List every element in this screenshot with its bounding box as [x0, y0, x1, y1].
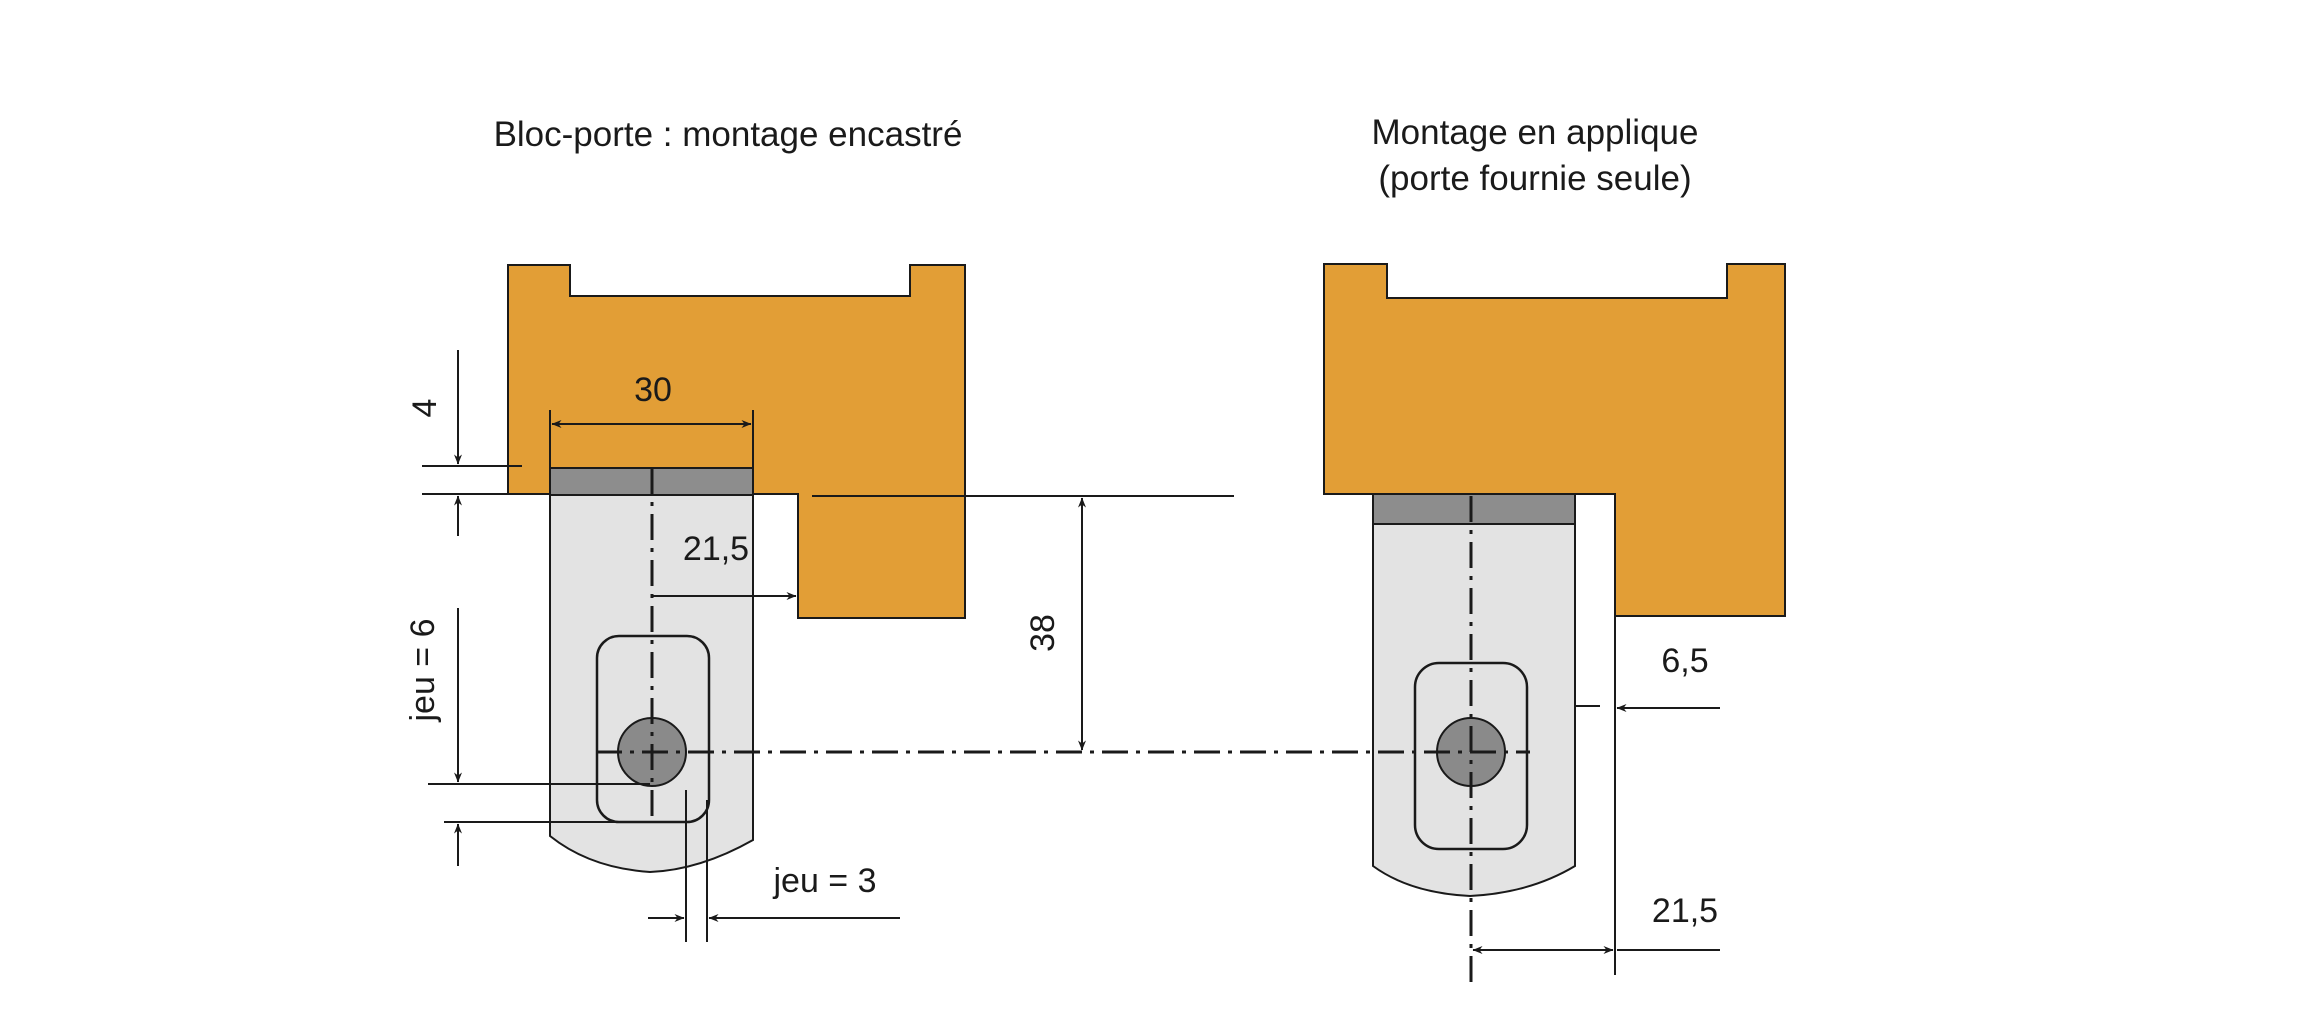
right-view [1323, 263, 1786, 982]
dim-38-label: 38 [1024, 614, 1062, 652]
right-view-title-line1: Montage en applique [1372, 113, 1699, 152]
dim-30-label: 30 [634, 371, 672, 409]
right-hinge-plate [1372, 493, 1576, 525]
right-view-title-line2: (porte fournie seule) [1378, 159, 1691, 198]
dim-jeu6-label: jeu = 6 [404, 618, 442, 722]
dim-4-label: 4 [406, 399, 444, 418]
dim-21-5-right-label: 21,5 [1652, 892, 1718, 930]
left-view [507, 264, 966, 874]
dimension-lines [422, 350, 1720, 975]
dim-6-5-label: 6,5 [1661, 642, 1708, 680]
dim-21-5-left-label: 21,5 [683, 530, 749, 568]
dim-jeu3-label: jeu = 3 [772, 862, 876, 900]
left-view-title: Bloc-porte : montage encastré [494, 115, 963, 154]
